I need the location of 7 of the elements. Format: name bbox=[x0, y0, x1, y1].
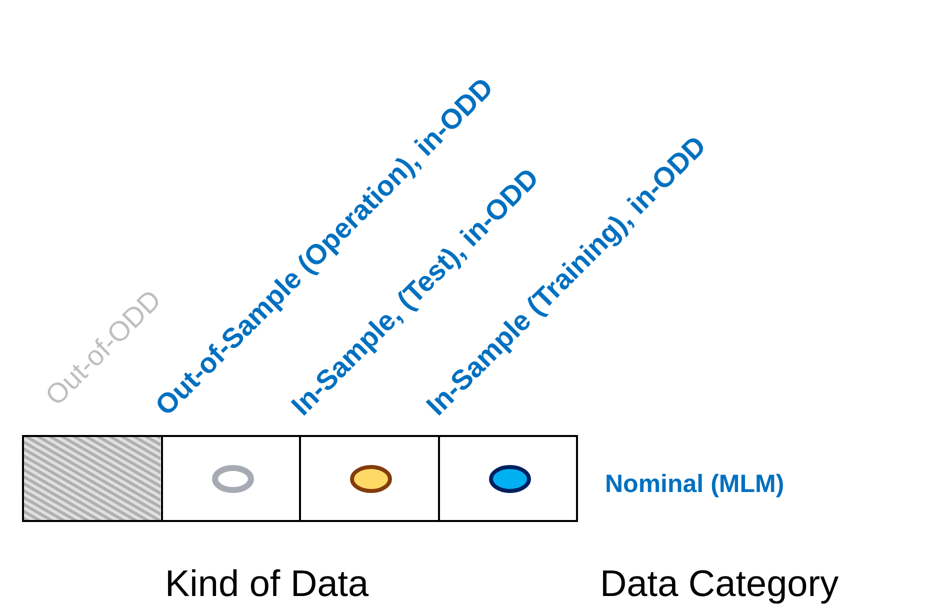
table-cell bbox=[160, 435, 301, 522]
hatched-cell bbox=[22, 435, 162, 522]
row-label: Nominal (MLM) bbox=[605, 469, 784, 500]
table-cell bbox=[438, 435, 578, 522]
axis-title: Data Category bbox=[600, 562, 839, 606]
table-cell bbox=[299, 435, 440, 522]
axis-title: Kind of Data bbox=[165, 562, 369, 606]
